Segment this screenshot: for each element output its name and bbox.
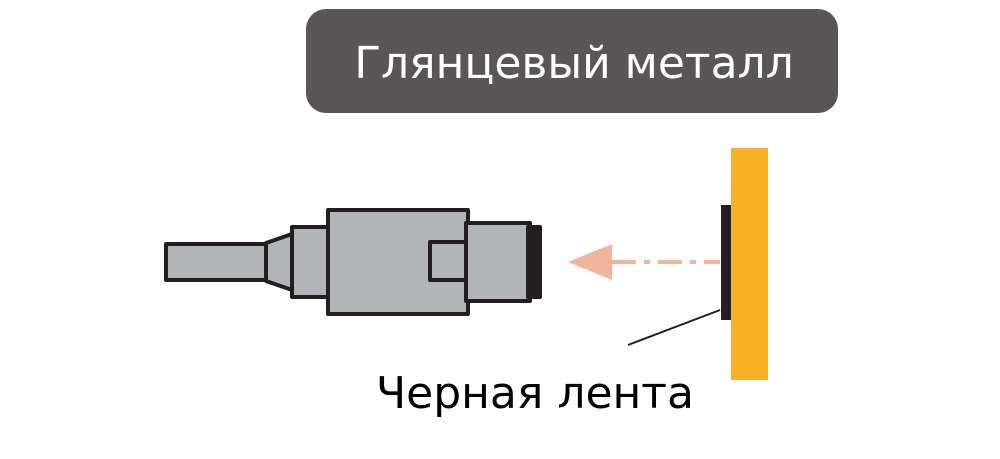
metal-plate [731, 148, 768, 380]
sensor-front [464, 221, 532, 303]
cylindrical-sensor-icon [164, 208, 542, 316]
sensor-collar [290, 225, 332, 299]
sensor-lens [526, 225, 542, 299]
sensor-slot [428, 240, 470, 282]
beam-arrowhead [568, 244, 612, 280]
title-banner-background [306, 9, 838, 113]
light-beam-arrow-icon [568, 244, 720, 280]
tape-label: Черная лента [376, 368, 694, 419]
sensor-cone [264, 232, 294, 292]
sensor-cable [164, 242, 270, 282]
tape-leader-line [627, 309, 721, 346]
black-tape [721, 205, 731, 320]
title-banner: Глянцевый металл [306, 9, 838, 113]
title-label: Глянцевый металл [354, 38, 794, 89]
